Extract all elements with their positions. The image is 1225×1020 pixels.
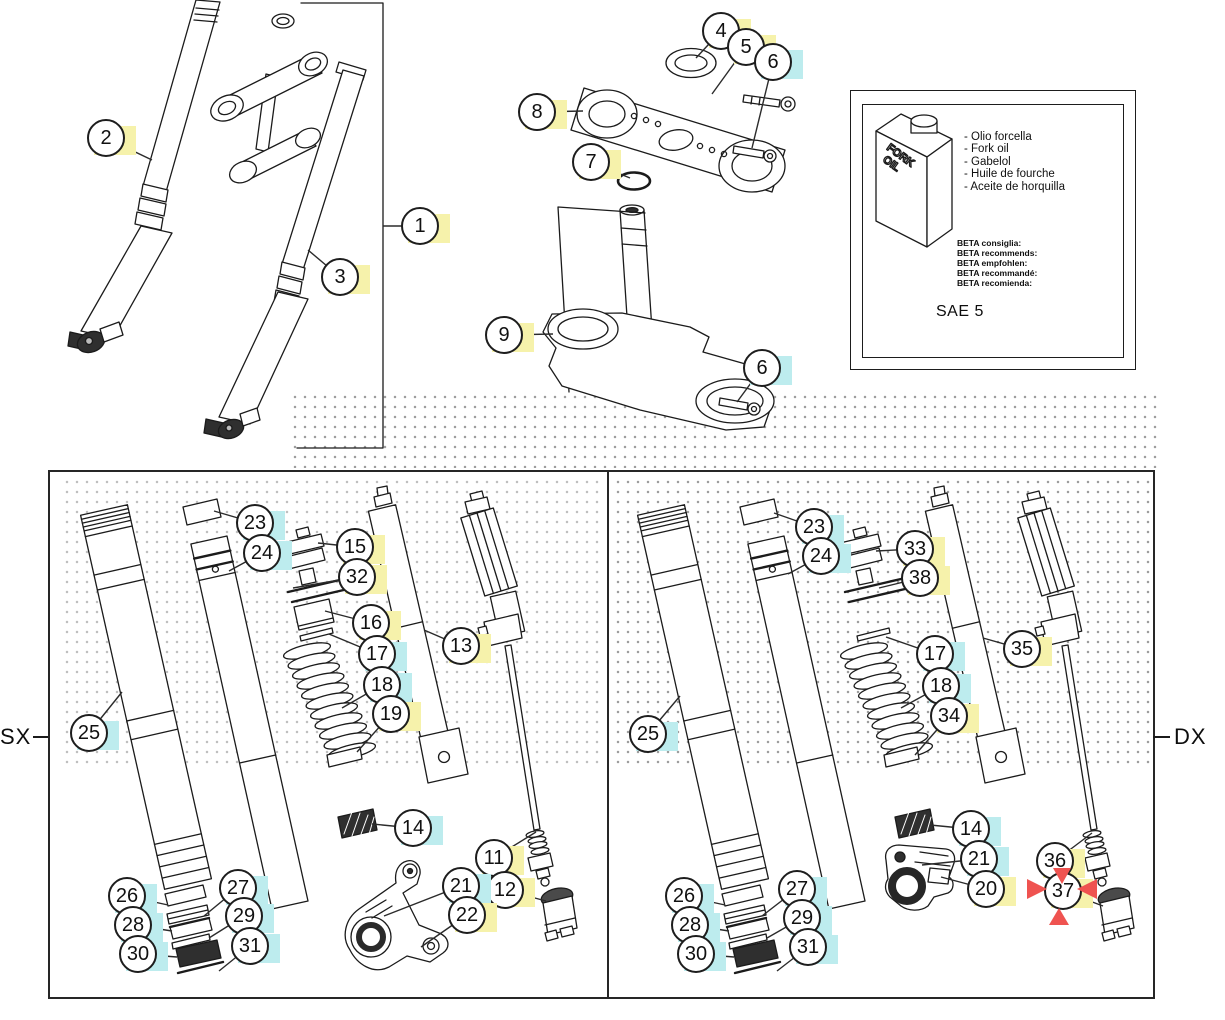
callout-number: 1 xyxy=(401,207,439,245)
callout-dx-30[interactable]: 30 xyxy=(677,935,726,973)
callout-sx-19[interactable]: 19 xyxy=(372,695,421,733)
oil-name: - Aceite de horquilla xyxy=(964,180,1066,193)
callout-number: 14 xyxy=(394,809,432,847)
callout-dx-20[interactable]: 20 xyxy=(967,870,1016,908)
callout-9[interactable]: 9 xyxy=(485,316,534,354)
callout-sx-14[interactable]: 14 xyxy=(394,809,443,847)
callout-number: 31 xyxy=(231,927,269,965)
callout-3[interactable]: 3 xyxy=(321,258,370,296)
callout-8[interactable]: 8 xyxy=(518,93,567,131)
callout-number: 3 xyxy=(321,258,359,296)
callout-number: 13 xyxy=(442,627,480,665)
callout-number: 25 xyxy=(629,715,667,753)
oil-info-box-inner xyxy=(862,104,1124,358)
callout-number: 8 xyxy=(518,93,556,131)
oil-name: - Fork oil xyxy=(964,143,1009,156)
oil-name: - Huile de fourche xyxy=(964,168,1055,181)
callout-6-bottom[interactable]: 6 xyxy=(743,349,792,387)
parts-panel xyxy=(48,470,1155,999)
oil-info-box xyxy=(850,90,1136,370)
oil-names-list: - Olio forcella- Fork oil- Gabelol- Huil… xyxy=(964,131,1065,193)
beta-line: BETA recommandé: xyxy=(957,268,1038,278)
callout-number: 32 xyxy=(338,558,376,596)
callout-number: 9 xyxy=(485,316,523,354)
callout-number: 37 xyxy=(1044,872,1082,910)
callout-number: 20 xyxy=(967,870,1005,908)
callout-number: 2 xyxy=(87,119,125,157)
callout-sx-22[interactable]: 22 xyxy=(448,896,497,934)
beta-line: BETA consiglia: xyxy=(957,238,1022,248)
callout-sx-32[interactable]: 32 xyxy=(338,558,387,596)
sx-tick xyxy=(33,736,48,738)
oil-name: - Olio forcella xyxy=(964,131,1032,143)
callout-sx-30[interactable]: 30 xyxy=(119,935,168,973)
callout-sx-25[interactable]: 25 xyxy=(70,714,119,752)
callout-dx-24[interactable]: 24 xyxy=(802,537,851,575)
oil-grade: SAE 5 xyxy=(936,303,984,320)
callout-number: 24 xyxy=(243,534,281,572)
beta-recommendations: BETA consiglia:BETA recommends:BETA empf… xyxy=(957,238,1037,288)
callout-1[interactable]: 1 xyxy=(401,207,450,245)
beta-line: BETA recomienda: xyxy=(957,278,1033,288)
label-dx: DX xyxy=(1174,724,1207,749)
callout-dx-37[interactable]: 37 xyxy=(1044,872,1093,910)
callout-number: 6 xyxy=(743,349,781,387)
callout-number: 24 xyxy=(802,537,840,575)
panel-divider xyxy=(607,470,609,997)
beta-line: BETA recommends: xyxy=(957,248,1038,258)
dx-tick xyxy=(1153,736,1170,738)
callout-number: 7 xyxy=(572,143,610,181)
callout-number: 30 xyxy=(677,935,715,973)
callout-dx-35[interactable]: 35 xyxy=(1003,630,1052,668)
callout-number: 35 xyxy=(1003,630,1041,668)
callout-dx-31[interactable]: 31 xyxy=(789,928,838,966)
callout-2[interactable]: 2 xyxy=(87,119,136,157)
callout-dx-34[interactable]: 34 xyxy=(930,697,979,735)
label-sx: SX xyxy=(0,724,32,749)
callout-7[interactable]: 7 xyxy=(572,143,621,181)
callout-number: 34 xyxy=(930,697,968,735)
callout-sx-24[interactable]: 24 xyxy=(243,534,292,572)
oil-name: - Gabelol xyxy=(964,155,1011,168)
callout-number: 31 xyxy=(789,928,827,966)
callout-sx-31[interactable]: 31 xyxy=(231,927,280,965)
callout-sx-13[interactable]: 13 xyxy=(442,627,491,665)
beta-line: BETA empfohlen: xyxy=(957,258,1028,268)
callout-dx-38[interactable]: 38 xyxy=(901,559,950,597)
callout-number: 6 xyxy=(754,43,792,81)
callout-number: 25 xyxy=(70,714,108,752)
callout-6-top[interactable]: 6 xyxy=(754,43,803,81)
callout-number: 22 xyxy=(448,896,486,934)
callout-dx-25[interactable]: 25 xyxy=(629,715,678,753)
callout-number: 19 xyxy=(372,695,410,733)
callout-number: 30 xyxy=(119,935,157,973)
callout-number: 38 xyxy=(901,559,939,597)
